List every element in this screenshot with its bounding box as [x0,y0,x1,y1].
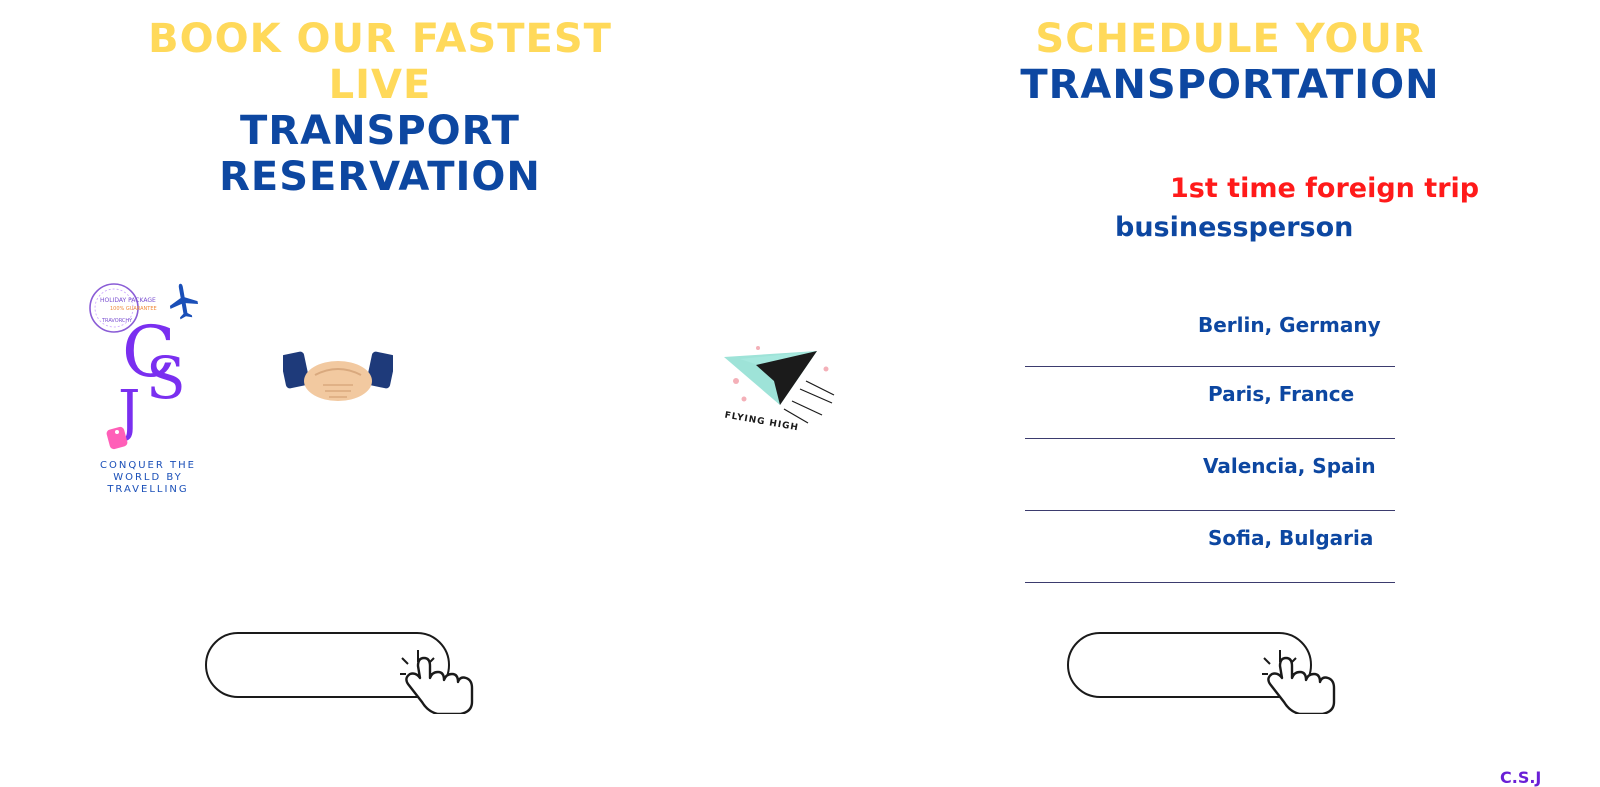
highlight-text: 1st time foreign trip [1170,173,1480,204]
pointer-hand-icon [1260,644,1350,716]
airplane-icon [169,283,199,320]
flying-high-sticker: FLYING HIGH [722,345,842,440]
luggage-tag-icon [106,426,128,450]
footer-brand: C.S.J [1500,768,1542,787]
right-headline-line1: SCHEDULE YOUR [1035,16,1425,62]
destination-item[interactable]: Sofia, Bulgaria [1208,526,1374,550]
logo-monogram-s: S [146,344,186,412]
logo-monogram-c: C [122,311,176,393]
logo-tagline: CONQUER THE WORLD BY TRAVELLING [100,460,196,495]
handshake-icon [280,345,396,415]
logo-stamp-top: HOLIDAY PACKAGE [100,297,156,304]
divider [1025,582,1395,583]
right-headline: SCHEDULE YOUR TRANSPORTATION [960,16,1500,108]
logo-stamp-mid: 100% GUARANTEE [110,306,157,312]
destination-item[interactable]: Valencia, Spain [1203,454,1376,478]
divider [1025,510,1395,511]
divider [1025,366,1395,367]
logo-graphic: HOLIDAY PACKAGE 100% GUARANTEE TRAVORCHY… [89,283,199,495]
destination-item[interactable]: Berlin, Germany [1198,313,1381,337]
logo-stamp-bottom: TRAVORCHY [101,318,133,324]
left-headline-line1: BOOK OUR FASTEST LIVE [148,16,612,108]
pointer-hand-icon [398,644,488,716]
divider [1025,438,1395,439]
brand-logo: HOLIDAY PACKAGE 100% GUARANTEE TRAVORCHY… [78,280,218,510]
destination-item[interactable]: Paris, France [1208,382,1355,406]
left-headline: BOOK OUR FASTEST LIVE TRANSPORT RESERVAT… [90,16,670,200]
left-headline-line2: TRANSPORT RESERVATION [219,108,541,200]
right-headline-line2: TRANSPORTATION [1020,62,1440,108]
paper-plane-icon [724,346,835,424]
subtitle-text: businessperson [1115,212,1354,243]
